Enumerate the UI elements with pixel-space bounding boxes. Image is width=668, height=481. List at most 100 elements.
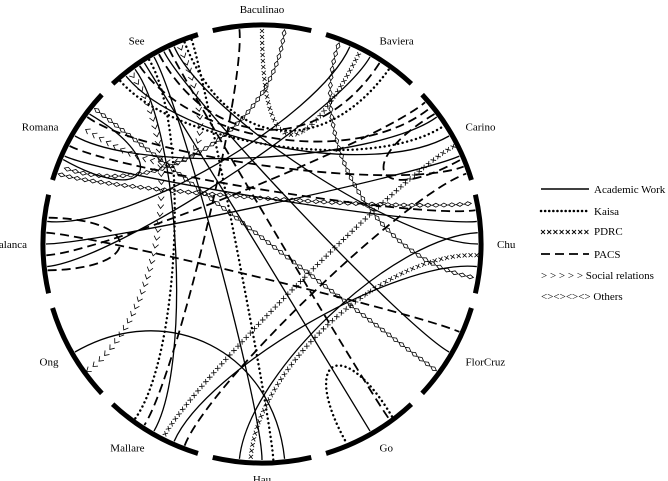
chevron-mark xyxy=(195,138,202,144)
link-see-romana-chevron xyxy=(85,45,204,166)
link-path xyxy=(125,75,450,156)
node-arc-baviera xyxy=(325,32,414,86)
node-label-baviera: Baviera xyxy=(380,35,414,47)
legend-item-academic-work: Academic Work xyxy=(541,184,666,196)
cross-mark xyxy=(263,88,269,94)
diamond-mark xyxy=(277,249,285,255)
diamond-mark xyxy=(359,201,369,207)
chevron-mark xyxy=(126,317,133,324)
diamond-mark xyxy=(255,195,265,201)
node-ring xyxy=(40,22,484,466)
diamond-mark xyxy=(369,208,375,216)
diamond-mark xyxy=(78,170,88,176)
cross-mark xyxy=(261,70,267,76)
link-path xyxy=(87,73,161,371)
diamond-mark xyxy=(296,264,304,270)
cross-mark xyxy=(336,240,342,247)
cross-mark xyxy=(358,220,364,226)
chevron-mark xyxy=(85,128,91,135)
link-path xyxy=(45,155,460,245)
cross-mark xyxy=(584,229,589,235)
chevron-mark xyxy=(104,350,110,356)
diamond-mark xyxy=(250,102,256,110)
chevron-mark xyxy=(196,123,204,128)
diamond-mark xyxy=(402,243,410,249)
diamond-mark xyxy=(271,196,281,202)
cross-mark xyxy=(267,105,273,112)
diamond-mark xyxy=(279,197,289,203)
diamond-mark xyxy=(366,317,374,323)
cross-mark xyxy=(333,313,340,320)
cross-mark xyxy=(546,229,552,235)
chevron-mark xyxy=(129,72,135,79)
cross-mark xyxy=(272,304,279,310)
node-label-palanca: Palanca xyxy=(0,239,27,251)
cross-mark xyxy=(352,57,359,63)
diamond-mark xyxy=(379,220,386,228)
cross-mark xyxy=(474,252,479,258)
diamond-mark xyxy=(280,36,286,46)
link-baviera-chu-diamond xyxy=(327,42,475,280)
diamond-mark xyxy=(399,202,409,208)
chevron-mark xyxy=(112,144,119,151)
cross-mark xyxy=(266,397,272,403)
legend-label: Kaisa xyxy=(594,206,619,218)
diamond-mark xyxy=(415,253,423,258)
diamond-mark xyxy=(271,244,279,251)
diamond-mark xyxy=(214,200,221,207)
link-carino-carino-dashed xyxy=(382,113,462,181)
diamond-mark xyxy=(202,146,210,151)
chevron-mark xyxy=(182,60,190,66)
diamond-mark xyxy=(439,202,449,208)
cross-mark xyxy=(384,195,391,202)
chevron-mark xyxy=(139,289,146,295)
node-label-carino: Carino xyxy=(466,122,496,134)
diamond-mark xyxy=(94,173,104,178)
diamond-mark xyxy=(72,175,82,181)
diamond-mark xyxy=(404,346,412,353)
cross-mark xyxy=(260,58,266,64)
diamond-mark xyxy=(96,179,106,185)
diamond-mark xyxy=(321,283,329,289)
link-path xyxy=(86,116,464,177)
link-path xyxy=(133,58,176,420)
chevron-mark xyxy=(155,147,163,154)
chevron-mark xyxy=(146,108,154,115)
cross-mark xyxy=(179,406,186,413)
link-romana-carino-dashed xyxy=(86,116,464,177)
cross-mark xyxy=(324,103,331,110)
diamond-mark xyxy=(136,184,145,190)
diamond-mark xyxy=(367,201,377,207)
diamond-mark xyxy=(290,259,298,265)
chevron-mark xyxy=(152,243,159,249)
node-label-romana: Romana xyxy=(22,122,59,134)
diamond-mark xyxy=(295,198,305,204)
cross-mark xyxy=(416,168,423,175)
link-path xyxy=(47,46,351,223)
diamond-mark xyxy=(347,303,355,309)
cross-mark xyxy=(425,160,432,167)
cross-mark xyxy=(316,330,323,336)
link-see-go-solid xyxy=(143,62,371,432)
cross-mark xyxy=(362,216,369,222)
node-arc-go xyxy=(325,402,414,456)
chevron-mark xyxy=(157,164,165,170)
cross-mark xyxy=(421,164,427,171)
cross-mark xyxy=(349,228,355,235)
diamond-mark xyxy=(335,42,341,51)
diamond-mark xyxy=(385,332,393,338)
link-ong-hau-solid xyxy=(74,330,286,459)
chevron-mark xyxy=(157,172,165,178)
cross-mark xyxy=(323,253,330,260)
link-path xyxy=(143,62,371,432)
diamond-mark xyxy=(423,361,431,367)
cross-mark xyxy=(169,420,175,427)
link-path xyxy=(382,113,462,181)
cross-mark xyxy=(338,310,345,316)
cross-mark xyxy=(172,416,179,422)
chevron-mark xyxy=(196,130,204,136)
cross-mark xyxy=(187,397,194,403)
link-see-hau-dotted xyxy=(190,38,275,461)
diamond-mark xyxy=(208,141,216,147)
